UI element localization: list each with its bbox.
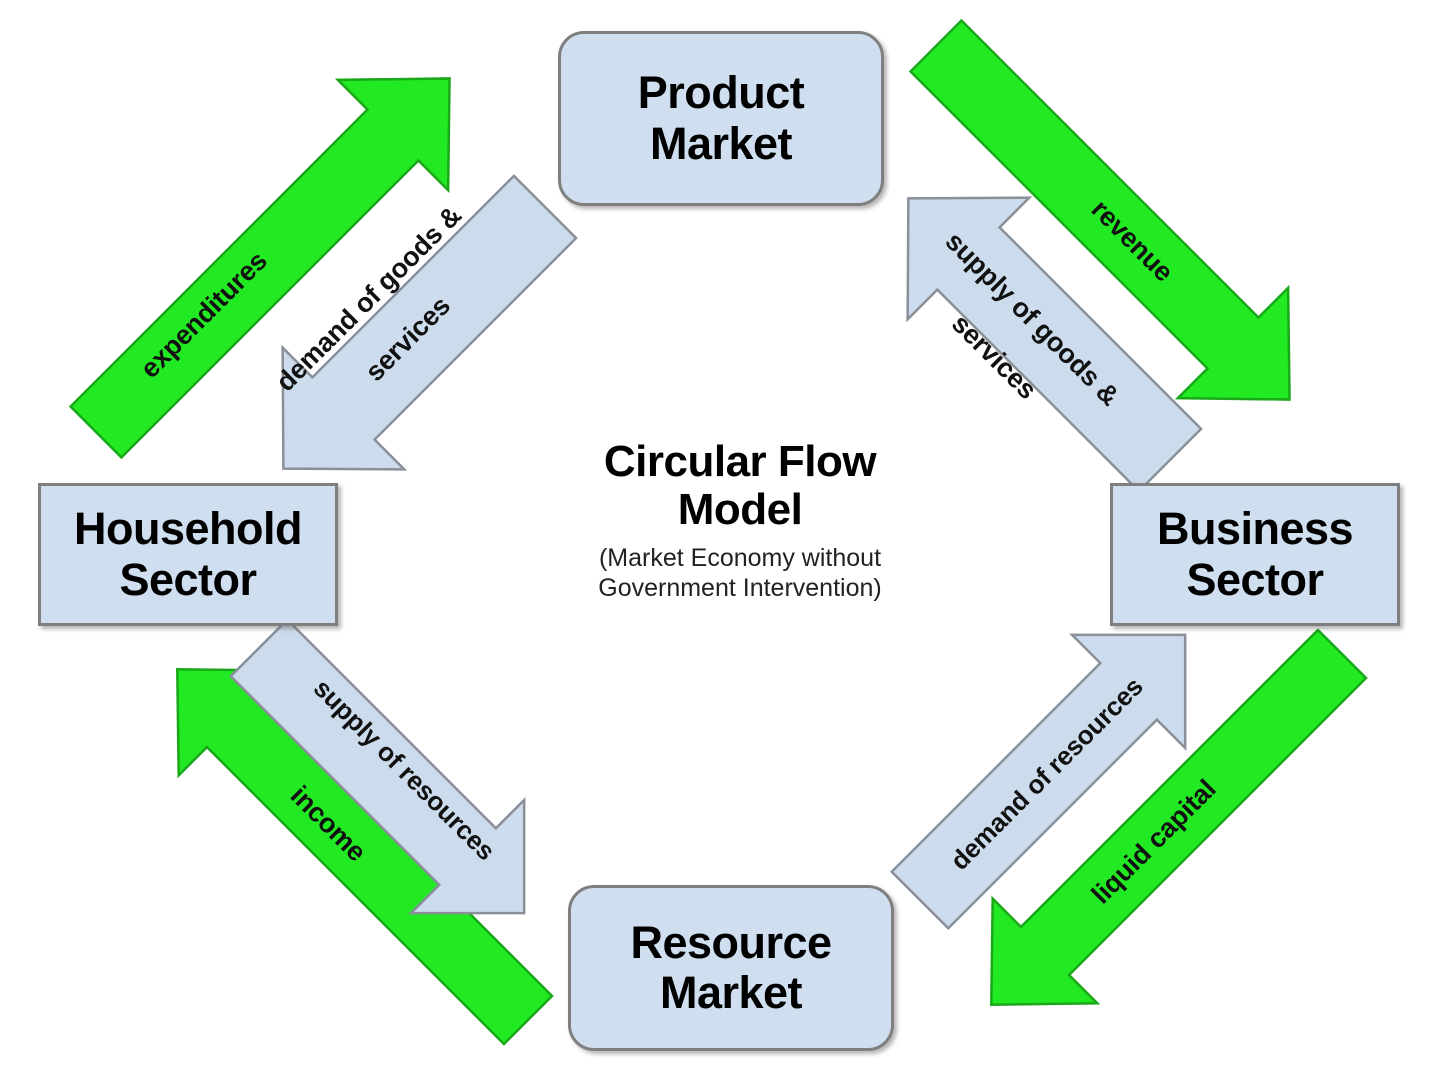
diagram-subtitle-line1: (Market Economy without [598, 543, 882, 572]
diagram-title: Circular Flow Model [500, 437, 980, 535]
node-product-market-line1: Product [637, 67, 805, 119]
node-household-sector-line1: Household [74, 503, 303, 555]
node-business-sector-line2: Sector [1186, 553, 1324, 605]
node-household-sector[interactable]: Household Sector [38, 483, 338, 626]
diagram-title-line2: Model [677, 485, 803, 535]
node-product-market-line2: Market [649, 117, 793, 169]
node-resource-market-label: Resource Market [630, 916, 832, 1019]
diagram-subtitle-line2: Government Intervention) [598, 573, 882, 602]
node-product-market[interactable]: Product Market [558, 31, 884, 206]
diagram-title-block: Circular Flow Model (Market Economy with… [500, 437, 980, 603]
flow-arrow-demand-of-goods-and-services: demand of goods & services [270, 174, 578, 471]
node-resource-market[interactable]: Resource Market [568, 885, 894, 1051]
diagram-subtitle: (Market Economy without Government Inter… [500, 543, 980, 603]
node-household-sector-line2: Sector [119, 553, 257, 605]
node-resource-market-line1: Resource [630, 916, 832, 968]
node-product-market-label: Product Market [637, 67, 805, 169]
diagram-title-line1: Circular Flow [603, 437, 877, 486]
node-resource-market-line2: Market [659, 967, 803, 1018]
node-business-sector-line1: Business [1156, 503, 1354, 555]
flow-arrow-revenue: revenue [908, 18, 1291, 401]
node-business-sector[interactable]: Business Sector [1110, 483, 1400, 626]
node-business-sector-label: Business Sector [1156, 503, 1354, 605]
node-household-sector-label: Household Sector [74, 503, 303, 605]
